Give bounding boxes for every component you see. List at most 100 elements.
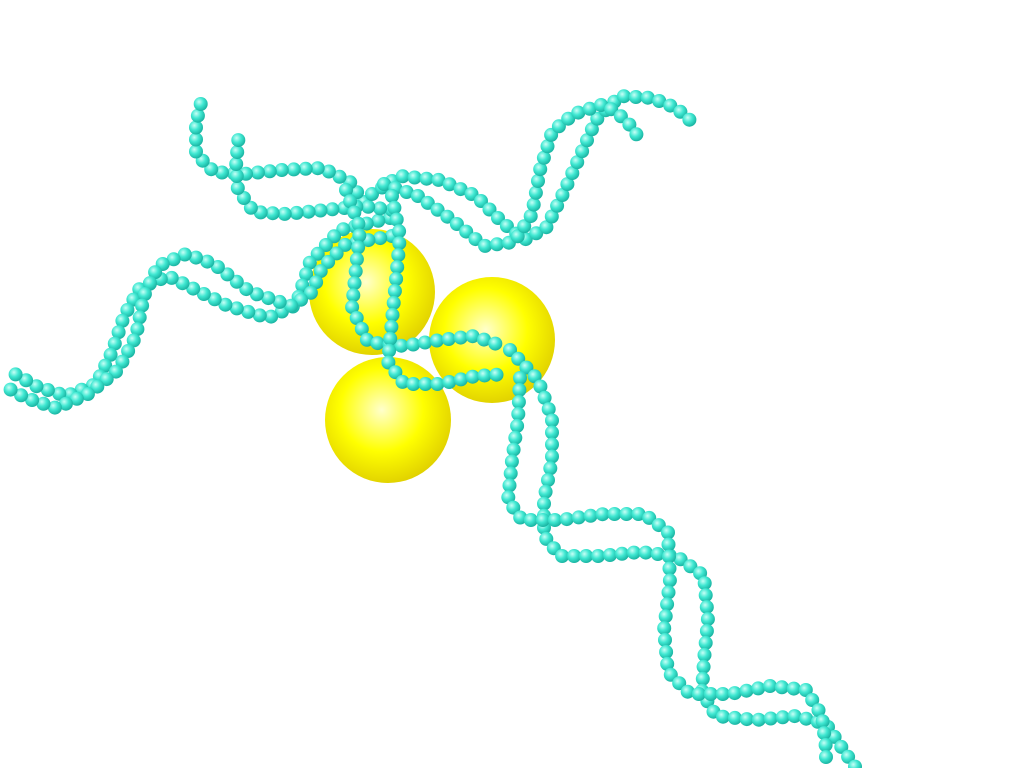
cyan-bead-icon — [727, 710, 742, 725]
cyan-bead-icon — [419, 171, 434, 186]
cyan-bead-icon — [763, 711, 778, 726]
cyan-bead-icon — [252, 308, 267, 323]
cyan-bead-icon — [299, 267, 314, 282]
cyan-bead-icon — [352, 228, 367, 243]
cyan-bead-icon — [659, 645, 674, 659]
cyan-bead-icon — [262, 164, 277, 179]
cyan-bead-icon — [662, 549, 676, 564]
cyan-bead-icon — [571, 105, 586, 120]
cyan-bead-icon — [491, 211, 505, 225]
cyan-bead-icon — [394, 338, 409, 353]
cyan-bead-icon — [673, 552, 688, 567]
cyan-bead-icon — [523, 209, 538, 224]
cyan-bead-icon — [410, 189, 425, 203]
cyan-bead-icon — [429, 333, 444, 348]
cyan-bead-icon — [512, 383, 527, 397]
cyan-bead-icon — [69, 391, 84, 406]
cyan-bead-icon — [751, 712, 766, 727]
cyan-bead-icon — [132, 310, 147, 325]
cyan-bead-icon — [387, 200, 402, 215]
cyan-bead-icon — [239, 282, 254, 297]
bead-chain — [229, 133, 399, 221]
cyan-bead-icon — [673, 104, 688, 119]
cyan-bead-icon — [775, 710, 790, 725]
cyan-bead-icon — [265, 206, 280, 221]
cyan-bead-icon — [236, 191, 251, 205]
cyan-bead-icon — [465, 369, 480, 384]
cyan-bead-icon — [818, 738, 833, 752]
cyan-bead-icon — [511, 407, 526, 421]
cyan-bead-icon — [698, 635, 713, 650]
cyan-bead-icon — [329, 246, 344, 261]
cyan-bead-icon — [539, 531, 554, 546]
cyan-bead-icon — [545, 449, 559, 464]
cyan-bead-icon — [661, 585, 676, 600]
cyan-bead-icon — [465, 329, 480, 344]
cyan-bead-icon — [301, 204, 316, 219]
cyan-bead-icon — [40, 383, 55, 397]
cyan-bead-icon — [615, 546, 629, 561]
cyan-bead-icon — [210, 260, 225, 274]
cyan-bead-icon — [488, 336, 503, 351]
cyan-bead-icon — [52, 386, 67, 401]
cyan-bead-icon — [539, 220, 554, 235]
cyan-bead-icon — [619, 507, 634, 521]
cyan-bead-icon — [716, 709, 730, 724]
cyan-bead-icon — [361, 199, 376, 214]
cyan-bead-icon — [231, 133, 246, 148]
cyan-bead-icon — [528, 185, 543, 200]
cyan-bead-icon — [339, 183, 353, 197]
cyan-bead-icon — [513, 371, 527, 385]
cyan-bead-icon — [111, 325, 126, 340]
cyan-bead-icon — [533, 379, 548, 394]
cyan-bead-icon — [660, 597, 675, 612]
cyan-bead-icon — [29, 379, 44, 394]
cyan-bead-icon — [130, 322, 145, 337]
cyan-bead-icon — [284, 298, 299, 313]
cyan-bead-icon — [658, 609, 673, 624]
cyan-bead-icon — [683, 559, 698, 574]
cyan-bead-icon — [700, 612, 715, 627]
cyan-bead-icon — [503, 343, 517, 357]
cyan-bead-icon — [430, 202, 445, 217]
cyan-bead-icon — [351, 240, 366, 255]
cyan-bead-icon — [661, 525, 675, 540]
cyan-bead-icon — [513, 510, 528, 525]
cyan-bead-icon — [390, 260, 405, 275]
cyan-bead-icon — [703, 687, 718, 701]
cyan-bead-icon — [561, 111, 576, 126]
cyan-bead-icon — [359, 332, 374, 347]
cyan-bead-icon — [382, 343, 397, 358]
cyan-bead-icon — [682, 112, 697, 127]
cyan-bead-icon — [604, 102, 619, 117]
cyan-bead-icon — [510, 229, 525, 244]
cyan-bead-icon — [834, 739, 849, 754]
cyan-bead-icon — [697, 576, 712, 591]
cyan-bead-icon — [14, 388, 29, 403]
cyan-bead-icon — [303, 285, 318, 300]
cyan-bead-icon — [58, 396, 73, 411]
cyan-bead-icon — [309, 275, 324, 290]
cyan-bead-icon — [441, 332, 456, 346]
cyan-bead-icon — [584, 122, 599, 137]
cyan-bead-icon — [383, 331, 398, 346]
cyan-bead-icon — [148, 265, 163, 280]
cyan-bead-icon — [137, 287, 152, 301]
cyan-bead-icon — [218, 297, 233, 312]
cyan-bead-icon — [510, 418, 525, 433]
cyan-bead-icon — [371, 213, 386, 228]
cyan-bead-icon — [523, 513, 538, 527]
cyan-bead-icon — [418, 377, 433, 391]
cyan-bead-icon — [346, 288, 361, 303]
cyan-bead-icon — [243, 200, 258, 215]
cyan-bead-icon — [332, 169, 347, 184]
cyan-bead-icon — [817, 726, 832, 741]
cyan-bead-icon — [189, 132, 203, 147]
cyan-bead-icon — [786, 681, 801, 696]
cyan-bead-icon — [229, 301, 244, 316]
cyan-bead-icon — [519, 360, 534, 375]
cyan-bead-icon — [215, 165, 229, 180]
bead-chain — [501, 371, 833, 764]
cyan-bead-icon — [504, 454, 519, 469]
cyan-bead-icon — [313, 203, 328, 218]
